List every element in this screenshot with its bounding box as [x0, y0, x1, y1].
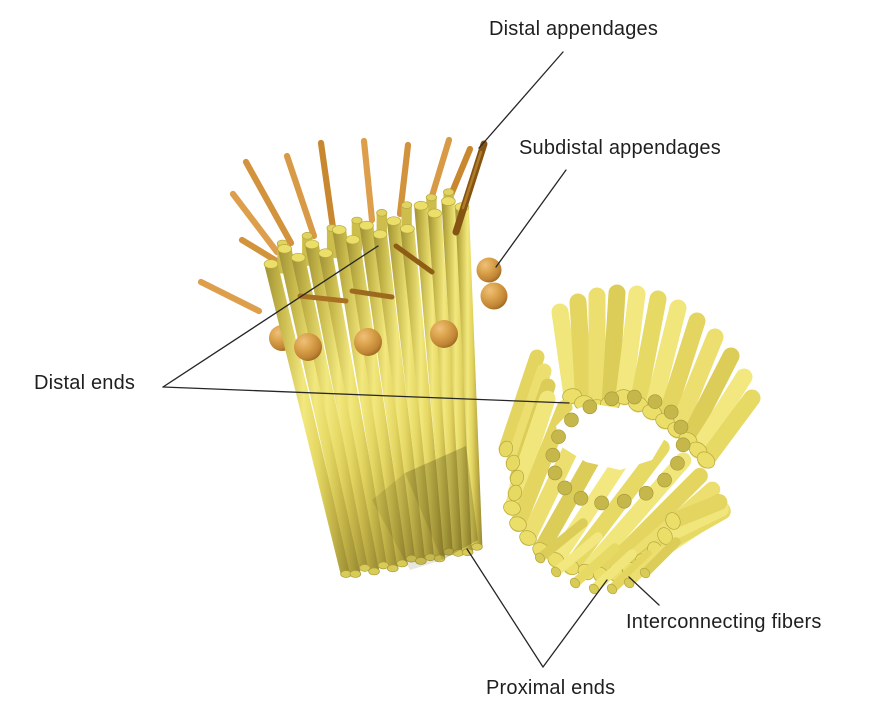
label-proximal-ends: Proximal ends [486, 677, 616, 699]
interconnecting-fibers [534, 518, 681, 595]
label-distal-appendages: Distal appendages [489, 18, 659, 40]
label-interconnecting-fibers: Interconnecting fibers [626, 611, 822, 633]
subdistal-appendages [294, 257, 508, 361]
mother-centriole [263, 196, 483, 578]
annotation-lines [162, 51, 660, 668]
daughter-centriole-far-wall [551, 284, 761, 469]
distal-appendages-front [297, 140, 488, 304]
daughter-inner-ring [545, 389, 691, 511]
label-subdistal-appendages: Subdistal appendages [519, 137, 721, 159]
distal-appendages [197, 136, 474, 315]
label-distal-ends: Distal ends [34, 372, 136, 394]
lumen-hole [556, 404, 664, 470]
